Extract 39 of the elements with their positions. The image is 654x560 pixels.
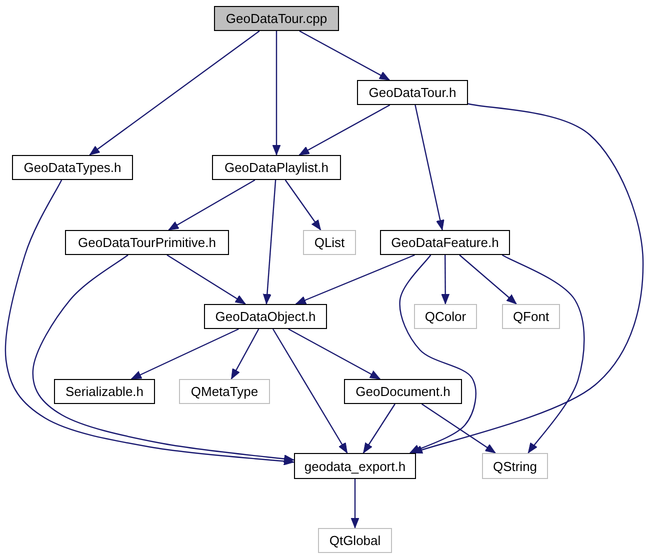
arrow	[168, 179, 256, 231]
arrow	[89, 30, 260, 156]
external-header-box: QMetaType	[179, 379, 270, 404]
arrow	[350, 479, 360, 528]
external-header-box: QList	[303, 230, 356, 255]
external-header-box: QFont	[502, 304, 560, 329]
external-header-box: QColor	[414, 304, 477, 329]
arrow	[421, 404, 496, 454]
arrow	[166, 254, 246, 304]
header-file-box: GeoDataPlaylist.h	[212, 155, 341, 180]
header-file-box: Serializable.h	[54, 379, 155, 404]
arrow	[414, 104, 444, 230]
arrow	[230, 328, 260, 380]
external-header-box: QtGlobal	[318, 528, 392, 553]
arrow	[502, 254, 585, 454]
arrow	[299, 30, 390, 81]
arrow	[4, 180, 294, 466]
arrow	[262, 180, 276, 304]
header-file-box: geodata_export.h	[294, 453, 416, 479]
header-file-box: GeoDataTypes.h	[12, 155, 133, 180]
header-file-box: GeoDocument.h	[344, 379, 462, 404]
arrow	[272, 328, 348, 454]
arrow	[399, 254, 476, 454]
arrow	[362, 404, 396, 454]
arrow	[459, 254, 517, 304]
source-file-box: GeoDataTour.cpp	[214, 6, 339, 31]
external-header-box: QString	[482, 453, 548, 479]
arrow	[131, 328, 239, 380]
arrow	[284, 180, 322, 230]
header-file-box: GeoDataObject.h	[204, 304, 327, 329]
arrow	[32, 254, 294, 464]
arrow	[272, 31, 281, 156]
arrow	[288, 328, 380, 380]
arrow	[441, 255, 450, 304]
header-file-box: GeoDataTour.h	[357, 80, 468, 105]
arrow	[296, 254, 415, 305]
header-file-box: GeoDataTourPrimitive.h	[65, 230, 229, 255]
arrow	[298, 104, 390, 156]
header-file-box: GeoDataFeature.h	[380, 230, 510, 255]
